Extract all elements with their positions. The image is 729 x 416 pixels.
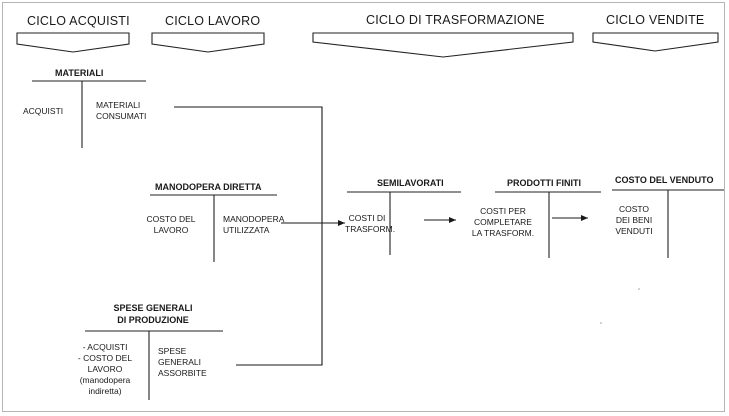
spese-debit-line: - COSTO DEL: [77, 353, 133, 363]
spese-t-account: [85, 330, 223, 400]
materiali-credit-line: CONSUMATI: [96, 111, 147, 121]
spese-credit-line: SPESE: [158, 346, 187, 356]
ciclo-lavoro-banner: [151, 32, 265, 53]
venduto-debit-line: DEI BENI: [615, 215, 653, 225]
spese-title-line: DI PRODUZIONE: [117, 315, 189, 325]
spese-credit: SPESE GENERALI ASSORBITE: [158, 346, 207, 379]
venduto-debit: COSTO DEI BENI VENDUTI: [608, 204, 660, 237]
prodotti-debit: COSTI PER COMPLETARE LA TRASFORM.: [461, 206, 545, 239]
spese-title-line: SPESE GENERALI: [113, 303, 193, 313]
scan-dot: [638, 288, 640, 290]
spese-debit-line: (manodopera: [79, 375, 131, 385]
scan-dot: [600, 322, 602, 324]
semilavorati-debit-line: COSTI DI: [348, 213, 386, 223]
materiali-title: MATERIALI: [55, 68, 104, 78]
prodotti-t-account: [495, 191, 601, 258]
prodotti-debit-line: COSTI PER: [480, 206, 526, 216]
venduto-title: COSTO DEL VENDUTO: [615, 175, 714, 185]
spese-debit-line: LAVORO: [87, 364, 123, 374]
spese-title: SPESE GENERALI DI PRODUZIONE: [92, 302, 214, 326]
manodopera-debit: COSTO DEL LAVORO: [140, 214, 202, 236]
manodopera-t-account: [150, 194, 277, 262]
materiali-t-account: [32, 80, 146, 148]
ciclo-trasformazione-label: CICLO DI TRASFORMAZIONE: [366, 13, 545, 27]
spese-credit-line: ASSORBITE: [158, 368, 207, 378]
materiali-credit: MATERIALI CONSUMATI: [96, 100, 146, 122]
spese-debit: - ACQUISTI - COSTO DEL LAVORO (manodoper…: [64, 342, 146, 397]
prodotti-title: PRODOTTI FINITI: [507, 178, 581, 188]
materiali-debit: ACQUISTI: [23, 106, 63, 117]
prodotti-debit-line: LA TRASFORM.: [471, 228, 535, 238]
ciclo-lavoro-label: CICLO LAVORO: [165, 14, 261, 28]
spese-credit-line: GENERALI: [158, 357, 201, 367]
materiali-flow-line: [174, 106, 323, 366]
manodopera-credit-line: UTILIZZATA: [223, 225, 270, 235]
ciclo-trasformazione-banner: [312, 32, 574, 58]
ciclo-acquisti-banner: [16, 32, 130, 53]
manodopera-debit-line: LAVORO: [153, 225, 189, 235]
manodopera-credit: MANODOPERA UTILIZZATA: [223, 214, 284, 236]
ciclo-acquisti-label: CICLO ACQUISTI: [27, 14, 130, 28]
semilavorati-t-account: [347, 191, 461, 255]
diagram-frame: [2, 2, 725, 412]
venduto-debit-line: VENDUTI: [615, 226, 653, 236]
semilavorati-title: SEMILAVORATI: [377, 178, 444, 188]
venduto-t-account: [612, 189, 724, 258]
manodopera-title: MANODOPERA DIRETTA: [155, 182, 262, 192]
semilavorati-debit-line: TRASFORM.: [345, 224, 396, 234]
prodotti-debit-line: COMPLETARE: [474, 217, 532, 227]
spese-debit-line: - ACQUISTI: [82, 342, 128, 352]
ciclo-vendite-label: CICLO VENDITE: [606, 13, 705, 27]
spese-debit-line: indiretta): [88, 386, 122, 396]
venduto-debit-line: COSTO: [618, 204, 650, 214]
manodopera-debit-line: COSTO DEL: [146, 214, 196, 224]
manodopera-credit-line: MANODOPERA: [223, 214, 285, 224]
materiali-debit-line: ACQUISTI: [23, 106, 64, 116]
ciclo-vendite-banner: [592, 32, 719, 52]
semilavorati-debit: COSTI DI TRASFORM.: [345, 213, 396, 235]
materiali-credit-line: MATERIALI: [96, 100, 141, 110]
